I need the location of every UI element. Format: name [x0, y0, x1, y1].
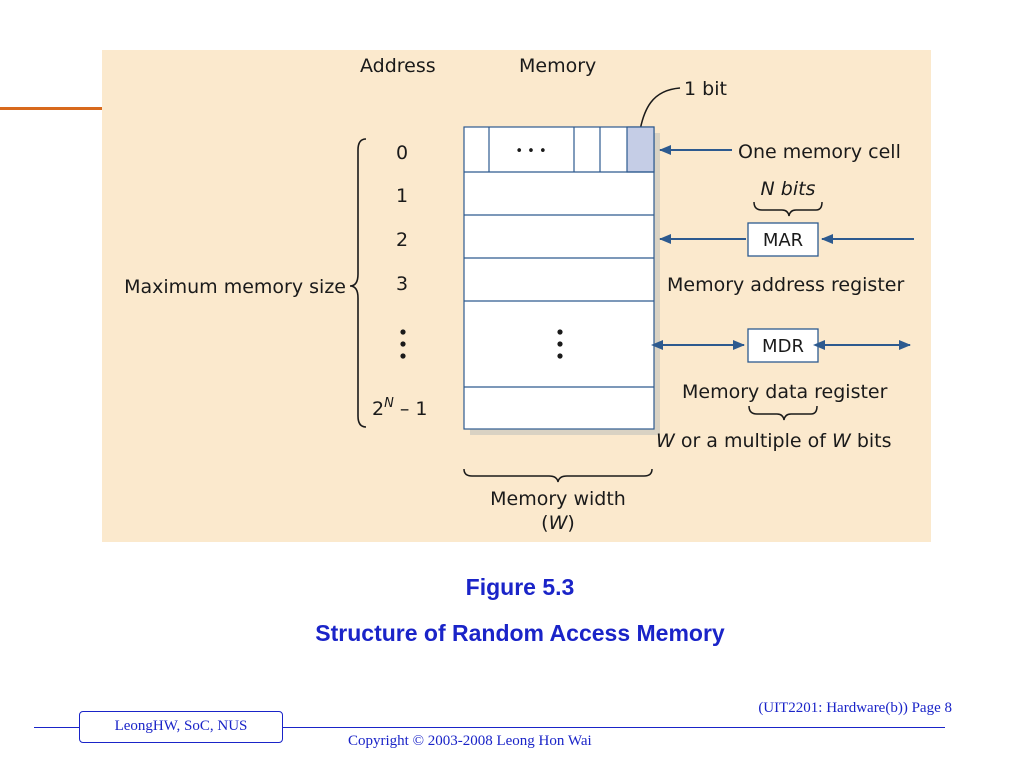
vertical-ellipsis-dot	[557, 341, 563, 347]
vertical-ellipsis-dot	[557, 353, 563, 359]
mar-box	[747, 222, 819, 257]
address-header: Address	[360, 55, 436, 77]
one-cell-label: One memory cell	[738, 141, 901, 163]
footer-page-number: (UIT2201: Hardware(b)) Page 8	[758, 700, 952, 716]
memory-width-brace	[463, 468, 653, 483]
address-ellipsis-dot	[400, 329, 406, 335]
accent-line	[0, 107, 102, 110]
diagram-panel: Address Memory 1 bit • • • 0 1 2 3	[102, 50, 931, 542]
memory-width-symbol: (W)	[541, 512, 575, 534]
n-bits-label: N bits	[761, 178, 816, 200]
memory-block	[463, 126, 655, 430]
memory-width-label: Memory width	[490, 488, 626, 510]
memory-header: Memory	[519, 55, 596, 77]
row-ellipsis: • • •	[515, 144, 546, 159]
footer-author: LeongHW, SoC, NUS	[79, 711, 283, 743]
address-1: 1	[396, 185, 408, 207]
mdr-caption: Memory data register	[682, 381, 888, 403]
footer-rule	[34, 727, 945, 728]
figure-title: Structure of Random Access Memory	[315, 620, 725, 646]
w-bits-label: W or a multiple of W bits	[656, 430, 892, 452]
one-bit-label: 1 bit	[684, 78, 727, 100]
max-size-label: Maximum memory size	[124, 276, 346, 298]
address-0: 0	[396, 142, 408, 164]
n-bits-brace	[753, 201, 823, 217]
memory-bit-cell	[626, 126, 655, 173]
ram-structure-diagram: Address Memory 1 bit • • • 0 1 2 3	[124, 55, 914, 534]
address-ellipsis-dot	[400, 353, 406, 359]
mdr-box	[747, 328, 819, 363]
w-bits-brace	[748, 405, 818, 421]
mar-label: MAR	[763, 230, 803, 251]
address-2: 2	[396, 229, 408, 251]
last-address: 2N – 1	[372, 396, 428, 420]
max-size-brace	[349, 138, 367, 428]
mdr-label: MDR	[762, 336, 804, 357]
figure-number: Figure 5.3	[465, 574, 575, 600]
mar-caption: Memory address register	[667, 274, 904, 296]
address-3: 3	[396, 273, 408, 295]
vertical-ellipsis-dot	[557, 329, 563, 335]
address-ellipsis-dot	[400, 341, 406, 347]
footer-copyright: Copyright © 2003-2008 Leong Hon Wai	[348, 733, 592, 749]
